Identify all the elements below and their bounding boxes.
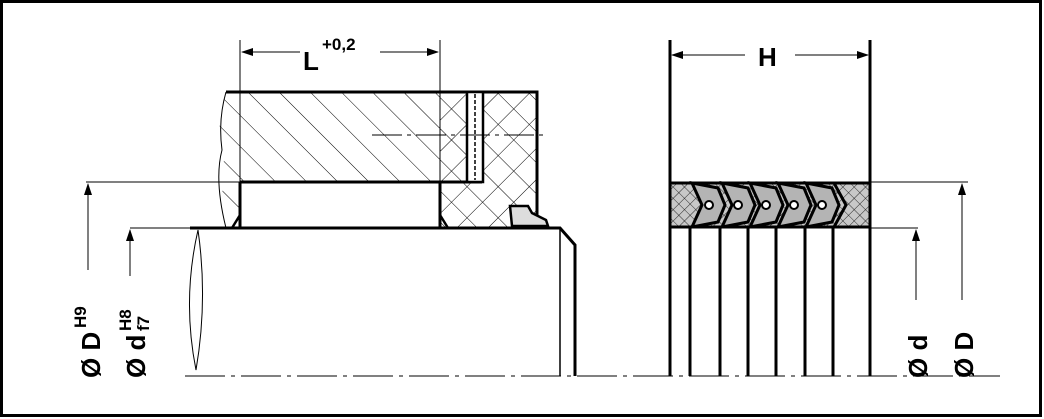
- svg-text:H9: H9: [71, 306, 90, 328]
- svg-text:Ø d: Ø d: [121, 335, 151, 378]
- svg-text:+0,2: +0,2: [322, 35, 356, 54]
- dimension-H: H: [671, 42, 869, 72]
- dimension-shaft-d: Ø d H8 f7: [116, 229, 153, 378]
- dimension-L: L +0,2: [239, 35, 441, 182]
- seal-set: [86, 40, 968, 376]
- dimension-bore-D: Ø D H9: [71, 183, 106, 378]
- svg-text:H: H: [758, 42, 777, 72]
- dimension-seal-d: Ø d: [903, 229, 933, 378]
- svg-text:L: L: [303, 46, 319, 76]
- svg-text:Ø d: Ø d: [903, 335, 933, 378]
- shaft: [189, 226, 577, 376]
- svg-text:Ø D: Ø D: [949, 332, 979, 378]
- svg-text:f7: f7: [134, 316, 153, 331]
- wiper: [508, 204, 550, 228]
- svg-text:Ø D: Ø D: [76, 332, 106, 378]
- svg-text:H8: H8: [116, 309, 135, 331]
- housing: [218, 90, 550, 229]
- dimension-seal-D: Ø D: [949, 183, 979, 378]
